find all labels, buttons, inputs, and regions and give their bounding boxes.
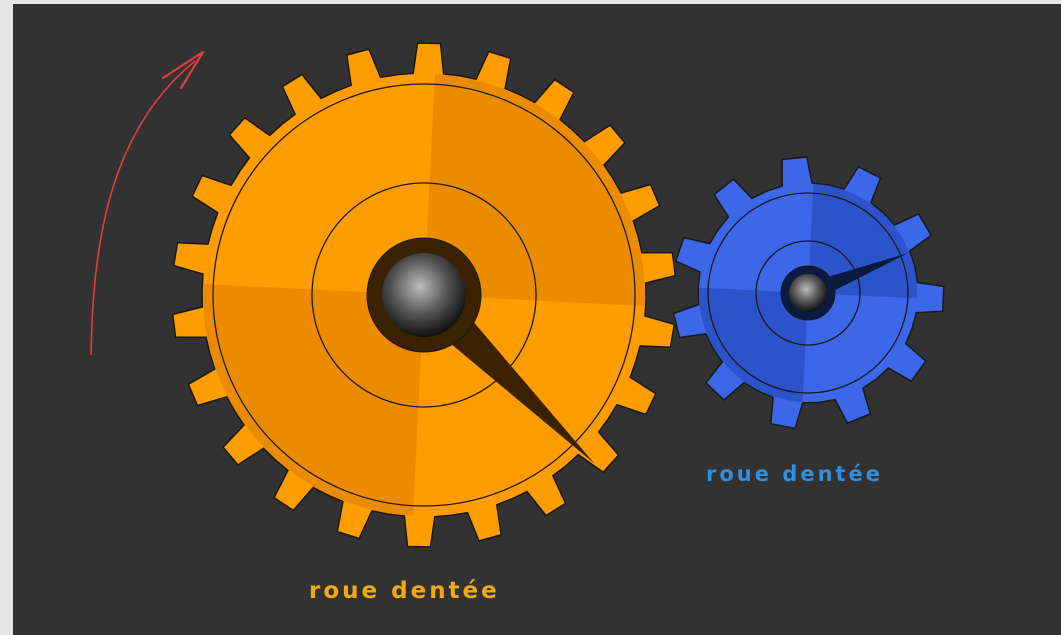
gears-diagram	[90, 42, 945, 548]
large-gear-needle	[447, 317, 595, 464]
small-gear-rim	[707, 192, 909, 394]
large-gear-label: roue dentée	[309, 578, 500, 604]
small-gear-axle	[789, 274, 827, 312]
large-gear-axle	[382, 253, 466, 337]
large-gear	[171, 42, 677, 548]
large-gear-shade	[424, 74, 645, 306]
small-gear-inner-ring	[755, 240, 861, 346]
small-gear-shade	[808, 184, 918, 299]
small-gear-needle	[826, 252, 909, 292]
small-gear	[672, 156, 945, 430]
large-gear-rim	[212, 83, 636, 507]
diagram-canvas: roue dentée roue dentée	[13, 4, 1061, 635]
small-gear-label: roue dentée	[706, 462, 884, 486]
small-gear-shade	[698, 287, 808, 402]
large-gear-shade	[203, 284, 424, 516]
large-gear-inner-ring	[311, 182, 537, 408]
rotation-arrow	[90, 60, 196, 356]
rotation-arrowhead	[161, 50, 205, 90]
